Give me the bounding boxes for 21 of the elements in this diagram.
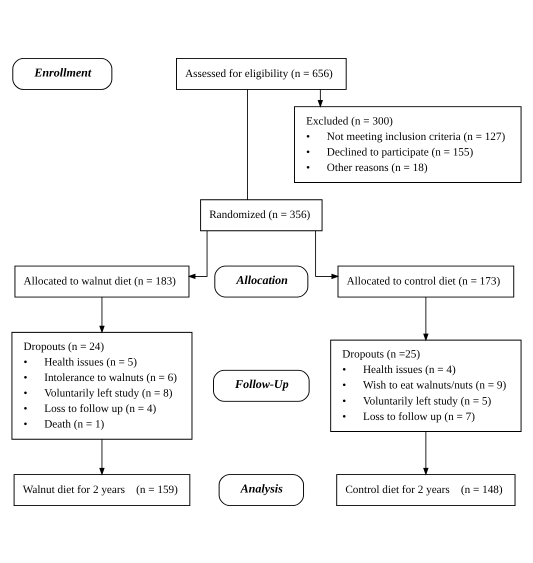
node-box: Control diet for 2 years (n = 148) bbox=[336, 474, 516, 506]
node-box: Randomized (n = 356) bbox=[200, 198, 323, 231]
node-box: Analysis bbox=[218, 474, 304, 506]
node-box: Enrollment bbox=[12, 57, 112, 90]
node-box: Walnut diet for 2 years (n = 159) bbox=[14, 474, 190, 506]
connector bbox=[247, 88, 248, 200]
node-box: Allocated to control diet (n = 173) bbox=[338, 265, 514, 298]
arrow bbox=[423, 296, 429, 341]
node-box: Dropouts (n =25) • Health issues (n = 4) • Wish to eat walnuts/nuts (n = 9) • Voluntarily left study (n = 5) • Loss to follow up (n = 7) bbox=[330, 339, 522, 432]
node-box: Allocated to walnut diet (n = 183) bbox=[14, 265, 190, 298]
arrow bbox=[423, 430, 429, 476]
node-box: Assessed for eligibility (n = 656) bbox=[176, 57, 347, 90]
arrow bbox=[99, 438, 105, 476]
arrow bbox=[318, 88, 324, 108]
arrow bbox=[315, 230, 340, 279]
arrow bbox=[188, 230, 208, 279]
node-box: Allocation bbox=[214, 265, 308, 298]
node-box: Excluded (n = 300) • Not meeting inclusion criteria (n = 127) • Declined to participate (n = 155) • Other reasons (n = 18) bbox=[294, 106, 522, 182]
node-box: Follow-Up bbox=[213, 369, 310, 402]
arrow bbox=[99, 296, 105, 334]
node-box: Dropouts (n = 24) • Health issues (n = 5) • Intolerance to walnuts (n = 6) • Voluntarily left study (n = 8) • Loss to follow up (n = 4) • Death (n = 1) bbox=[11, 331, 192, 440]
